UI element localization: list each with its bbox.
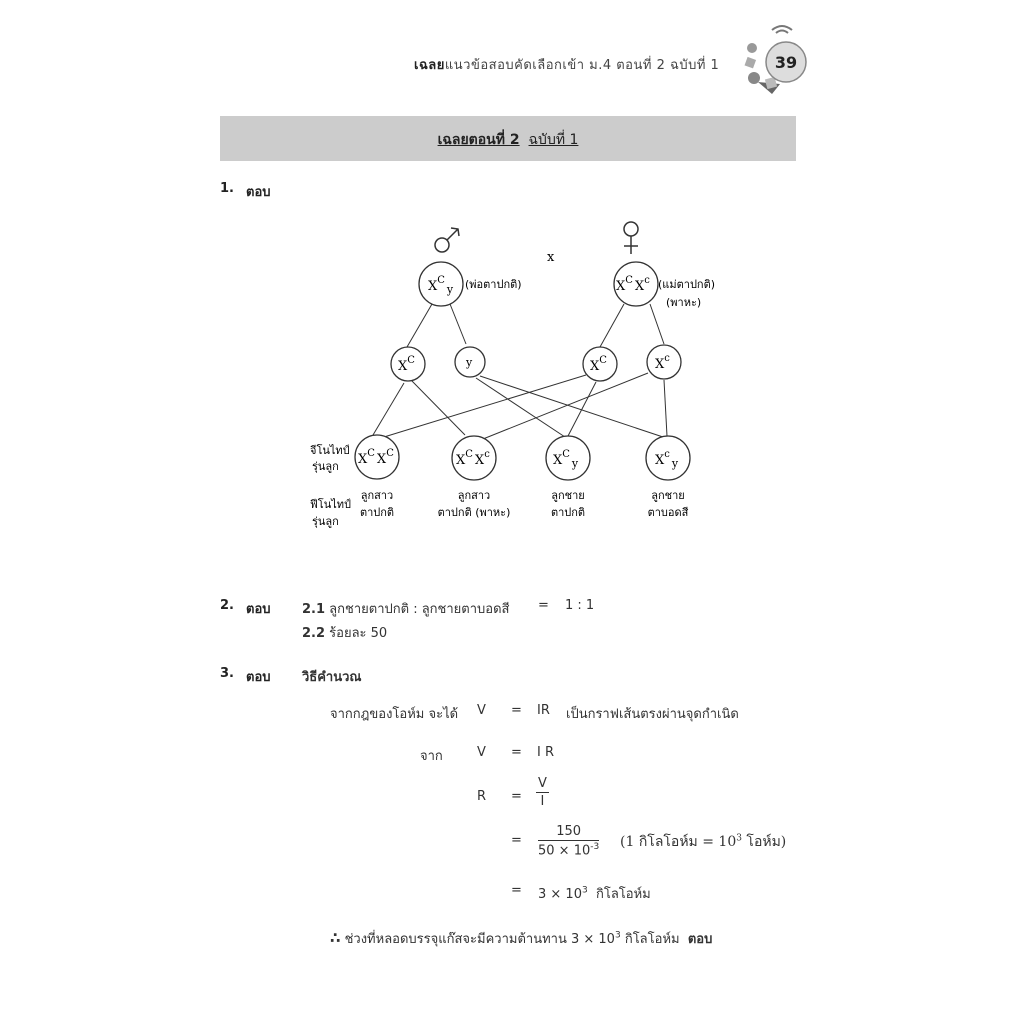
mother-note-2: (พาหะ) bbox=[666, 296, 701, 309]
offspring-3-pheno-2: ตาปกติ bbox=[551, 506, 585, 519]
banner-text: เฉลยตอนที่ 2 ฉบับที่ 1 bbox=[220, 129, 796, 151]
q3-number: 3. bbox=[220, 666, 234, 681]
offspring-3-genotype: XCy bbox=[553, 449, 579, 470]
phenotype-row: ลูกสาว ตาปกติ ลูกสาว ตาปกติ (พาหะ) ลูกชา… bbox=[360, 489, 689, 519]
cross-lines bbox=[372, 303, 668, 440]
offspring-2-pheno-1: ลูกสาว bbox=[458, 489, 490, 502]
q3-l5-value: 3 × 103 กิโลโอห์ม bbox=[538, 885, 651, 902]
gamete-row: XC y XC Xc bbox=[390, 344, 682, 382]
gamete-2-label: y bbox=[465, 356, 473, 369]
phenotype-label-2: รุ่นลูก bbox=[312, 515, 339, 528]
offspring-1-pheno-1: ลูกสาว bbox=[361, 489, 393, 502]
q3-l2-eq: = bbox=[511, 745, 522, 760]
q2-a-val: 1 : 1 bbox=[565, 598, 595, 613]
header-title-rest: แนวข้อสอบคัดเลือกเข้า ม.4 ตอนที่ 2 ฉบับท… bbox=[444, 58, 720, 73]
q3-l1-desc: เป็นกราฟเส้นตรงผ่านจุดกำเนิด bbox=[566, 707, 739, 722]
running-header: เฉลยแนวข้อสอบคัดเลือกเข้า ม.4 ตอนที่ 2 ฉ… bbox=[414, 54, 719, 75]
gamete-4 bbox=[646, 344, 682, 380]
genotype-label-2: รุ่นลูก bbox=[312, 460, 339, 473]
q3-l1-eq: = bbox=[511, 703, 522, 718]
q3-l1-v: V bbox=[477, 703, 486, 718]
q3-l3-num: V bbox=[536, 776, 549, 793]
female-symbol-icon bbox=[623, 221, 639, 254]
offspring-4 bbox=[645, 435, 691, 481]
offspring-1-pheno-2: ตาปกติ bbox=[360, 506, 394, 519]
offspring-4-genotype: Xcy bbox=[655, 449, 679, 470]
male-symbol-icon bbox=[434, 227, 460, 253]
mother-note-1: (แม่ตาปกติ) bbox=[658, 278, 715, 291]
q3-concl-exp: 3 bbox=[614, 930, 621, 941]
section-banner: เฉลยตอนที่ 2 ฉบับที่ 1 bbox=[220, 116, 796, 161]
gamete-2 bbox=[454, 346, 486, 378]
father-note: (พ่อตาปกติ) bbox=[465, 278, 522, 291]
offspring-1 bbox=[354, 434, 400, 480]
q3-l3-eq: = bbox=[511, 789, 522, 804]
q3-label: ตอบ bbox=[246, 670, 271, 685]
q2-a-num: 2.1 bbox=[302, 602, 326, 617]
q3-method: วิธีคำนวณ bbox=[302, 670, 362, 685]
q3-l2-v: V bbox=[477, 745, 486, 760]
offspring-2-pheno-2: ตาปกติ (พาหะ) bbox=[438, 506, 511, 519]
q3-l4-num: 150 bbox=[538, 824, 600, 841]
q3-l3-r: R bbox=[477, 789, 487, 804]
q3-l1-ir: IR bbox=[537, 703, 550, 718]
father-genotype: XCy bbox=[428, 275, 454, 296]
q3-concl-unit: กิโลโอห์ม bbox=[624, 932, 680, 947]
q3-l1-text: จากกฎของโอห์ม จะได้ bbox=[330, 707, 459, 722]
q3-conclusion: ∴ ช่วงที่หลอดบรรจุแก๊สจะมีความต้านทาน 3 … bbox=[330, 928, 712, 949]
q1-label: ตอบ bbox=[246, 185, 271, 200]
gamete-3 bbox=[582, 346, 618, 382]
page-number: 39 bbox=[775, 53, 797, 72]
q2-line-2: 2.2 ร้อยละ 50 bbox=[302, 622, 387, 643]
gamete-3-label: XC bbox=[590, 355, 607, 374]
mother-circle bbox=[613, 261, 659, 307]
cross-symbol: x bbox=[547, 250, 555, 265]
gamete-4-label: Xc bbox=[655, 353, 670, 372]
q3-l5-eq: = bbox=[511, 883, 522, 898]
q2-a-text: ลูกชายตาปกติ : ลูกชายตาบอดสี bbox=[329, 602, 510, 617]
page-badge: 39 bbox=[742, 20, 814, 100]
banner-bold: เฉลยตอนที่ 2 bbox=[437, 132, 520, 148]
gamete-1 bbox=[390, 346, 426, 382]
banner-rest: ฉบับที่ 1 bbox=[528, 132, 579, 148]
header-title-bold: เฉลย bbox=[414, 58, 445, 73]
q1-number: 1. bbox=[220, 181, 234, 196]
offspring-3 bbox=[545, 435, 591, 481]
q2-number: 2. bbox=[220, 598, 234, 613]
q3-l2-rhs: I R bbox=[537, 745, 554, 760]
offspring-4-pheno-1: ลูกชาย bbox=[651, 489, 685, 502]
q3-l4-note: (1 กิโลโอห์ม = 103 โอห์ม) bbox=[620, 833, 787, 850]
gamete-1-label: XC bbox=[398, 355, 415, 374]
phenotype-label-1: ฟีโนไทป์ bbox=[310, 497, 351, 511]
q3-l4-frac: 150 50 × 10-3 bbox=[538, 824, 600, 859]
q2-line-1: 2.1 ลูกชายตาปกติ : ลูกชายตาบอดสี bbox=[302, 598, 509, 619]
q2-b-num: 2.2 bbox=[302, 626, 326, 641]
q3-l3-den: I bbox=[540, 794, 545, 809]
therefore-symbol: ∴ bbox=[330, 929, 341, 947]
q3-answer: ตอบ bbox=[687, 932, 713, 947]
q3-concl-text: ช่วงที่หลอดบรรจุแก๊สจะมีความต้านทาน 3 × … bbox=[344, 932, 615, 947]
q2-b-text: ร้อยละ 50 bbox=[329, 626, 388, 641]
q3-l4-den: 50 × 10 bbox=[538, 843, 591, 859]
genotype-label-1: จีโนไทป์ bbox=[309, 443, 349, 457]
q2-label: ตอบ bbox=[246, 602, 271, 617]
offspring-2 bbox=[451, 435, 497, 481]
decorative-icons bbox=[744, 25, 793, 94]
offspring-3-pheno-1: ลูกชาย bbox=[551, 489, 585, 502]
father-circle bbox=[418, 261, 464, 307]
q2-a-eq: = bbox=[538, 598, 549, 613]
q3-l2-from: จาก bbox=[420, 749, 443, 764]
q3-l4-den-exp: -3 bbox=[590, 842, 600, 852]
q3-l4-eq: = bbox=[511, 833, 522, 848]
offspring-4-pheno-2: ตาบอดสี bbox=[648, 506, 689, 519]
